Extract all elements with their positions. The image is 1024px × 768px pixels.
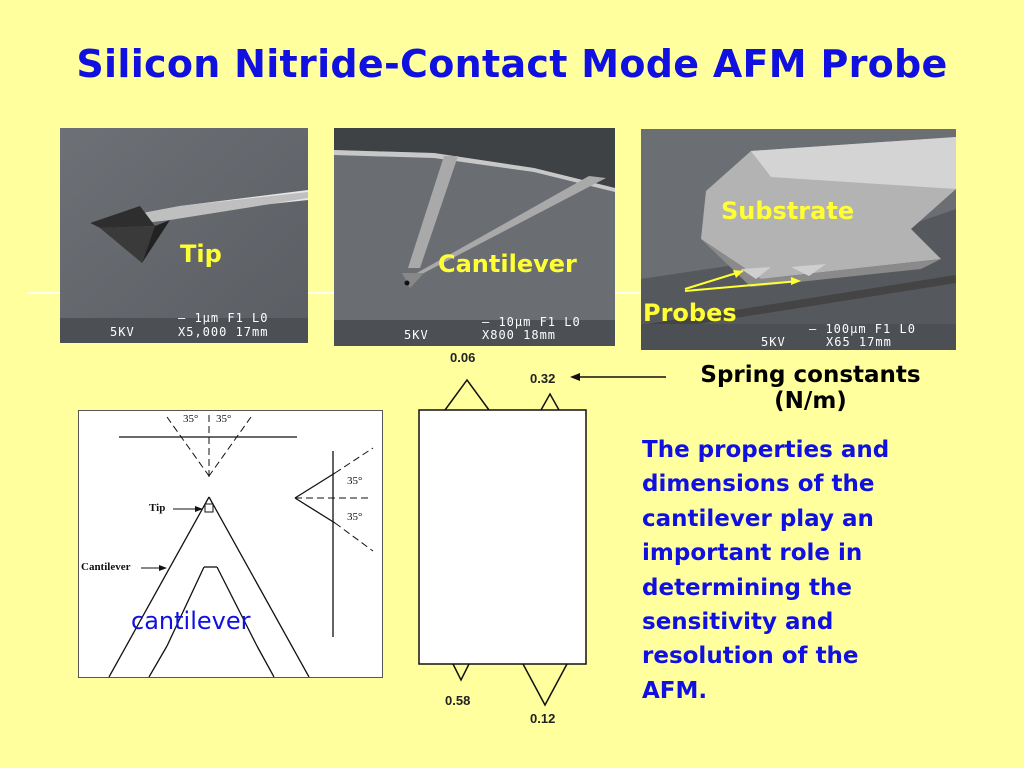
spring-constant-label: 0.12 xyxy=(530,711,556,726)
chip-drawing xyxy=(418,378,587,707)
photo-caption-left: 5KV xyxy=(110,325,135,339)
cantilever-schematic: 35° 35° 35° 35° Tip Cantilever cantileve… xyxy=(78,410,383,678)
schematic-lines xyxy=(108,415,374,677)
description-line: resolution of the xyxy=(642,643,859,670)
sem-photo-substrate: Substrate Probes 5KV — 100µm F1 L0 X65 1… xyxy=(641,129,956,350)
sem-photo-cantilever: Cantilever 5KV — 10µm F1 L0 X800 18mm xyxy=(334,128,615,346)
divider-line xyxy=(306,292,336,294)
photo-caption-top: — 1µm F1 L0 xyxy=(178,311,269,325)
description-line: determining the xyxy=(642,574,852,601)
divider-line xyxy=(614,292,642,294)
spring-constant-arrow xyxy=(570,373,666,381)
slide-title: Silicon Nitride-Contact Mode AFM Probe xyxy=(76,42,948,86)
cantilever-photo-label: Cantilever xyxy=(438,250,577,278)
probes-arrows xyxy=(684,270,801,292)
photo-caption-bottom: X5,000 17mm xyxy=(178,325,269,339)
photo-caption-bottom: X65 17mm xyxy=(826,335,892,349)
diagram-cantilever-label: Cantilever xyxy=(81,561,131,573)
angle-label: 35° xyxy=(183,413,199,425)
description-line: The properties and xyxy=(642,437,890,463)
spring-constants-heading: Spring constants (N/m) xyxy=(668,362,953,414)
spring-constant-label: 0.06 xyxy=(450,350,476,365)
diagram-tip-label: Tip xyxy=(149,502,166,514)
spring-constants-line1: Spring constants xyxy=(700,362,921,388)
description-line: AFM. xyxy=(642,677,708,704)
angle-label: 35° xyxy=(347,475,363,487)
angle-label: 35° xyxy=(347,511,363,523)
description-line: important role in xyxy=(642,540,863,567)
photo-caption-left: 5KV xyxy=(761,335,786,349)
spring-constant-label: 0.58 xyxy=(445,693,471,708)
photo-caption-top: — 100µm F1 L0 xyxy=(809,322,916,336)
description-paragraph: The properties and dimensions of the can… xyxy=(642,433,962,708)
description-line: cantilever play an xyxy=(642,505,874,532)
spring-constant-label: 0.32 xyxy=(530,371,556,386)
photo-caption-bottom: X800 18mm xyxy=(482,328,557,342)
sem-photo-tip: Tip 5KV — 1µm F1 L0 X5,000 17mm xyxy=(60,128,308,343)
description-line: dimensions of the xyxy=(642,471,875,498)
photo-caption-left: 5KV xyxy=(404,328,429,342)
photo-caption-top: — 10µm F1 L0 xyxy=(482,315,581,329)
description-line: sensitivity and xyxy=(642,609,834,636)
cantilever-chip-diagram: 0.06 0.32 0.58 0.12 xyxy=(405,350,605,740)
divider-line xyxy=(28,292,64,294)
substrate-label: Substrate xyxy=(721,197,855,225)
cantilever-overlay-label: cantilever xyxy=(131,607,251,635)
probes-label: Probes xyxy=(643,299,737,327)
spring-constants-line2: (N/m) xyxy=(774,388,847,414)
angle-label: 35° xyxy=(216,413,232,425)
tip-photo-label: Tip xyxy=(180,240,222,268)
